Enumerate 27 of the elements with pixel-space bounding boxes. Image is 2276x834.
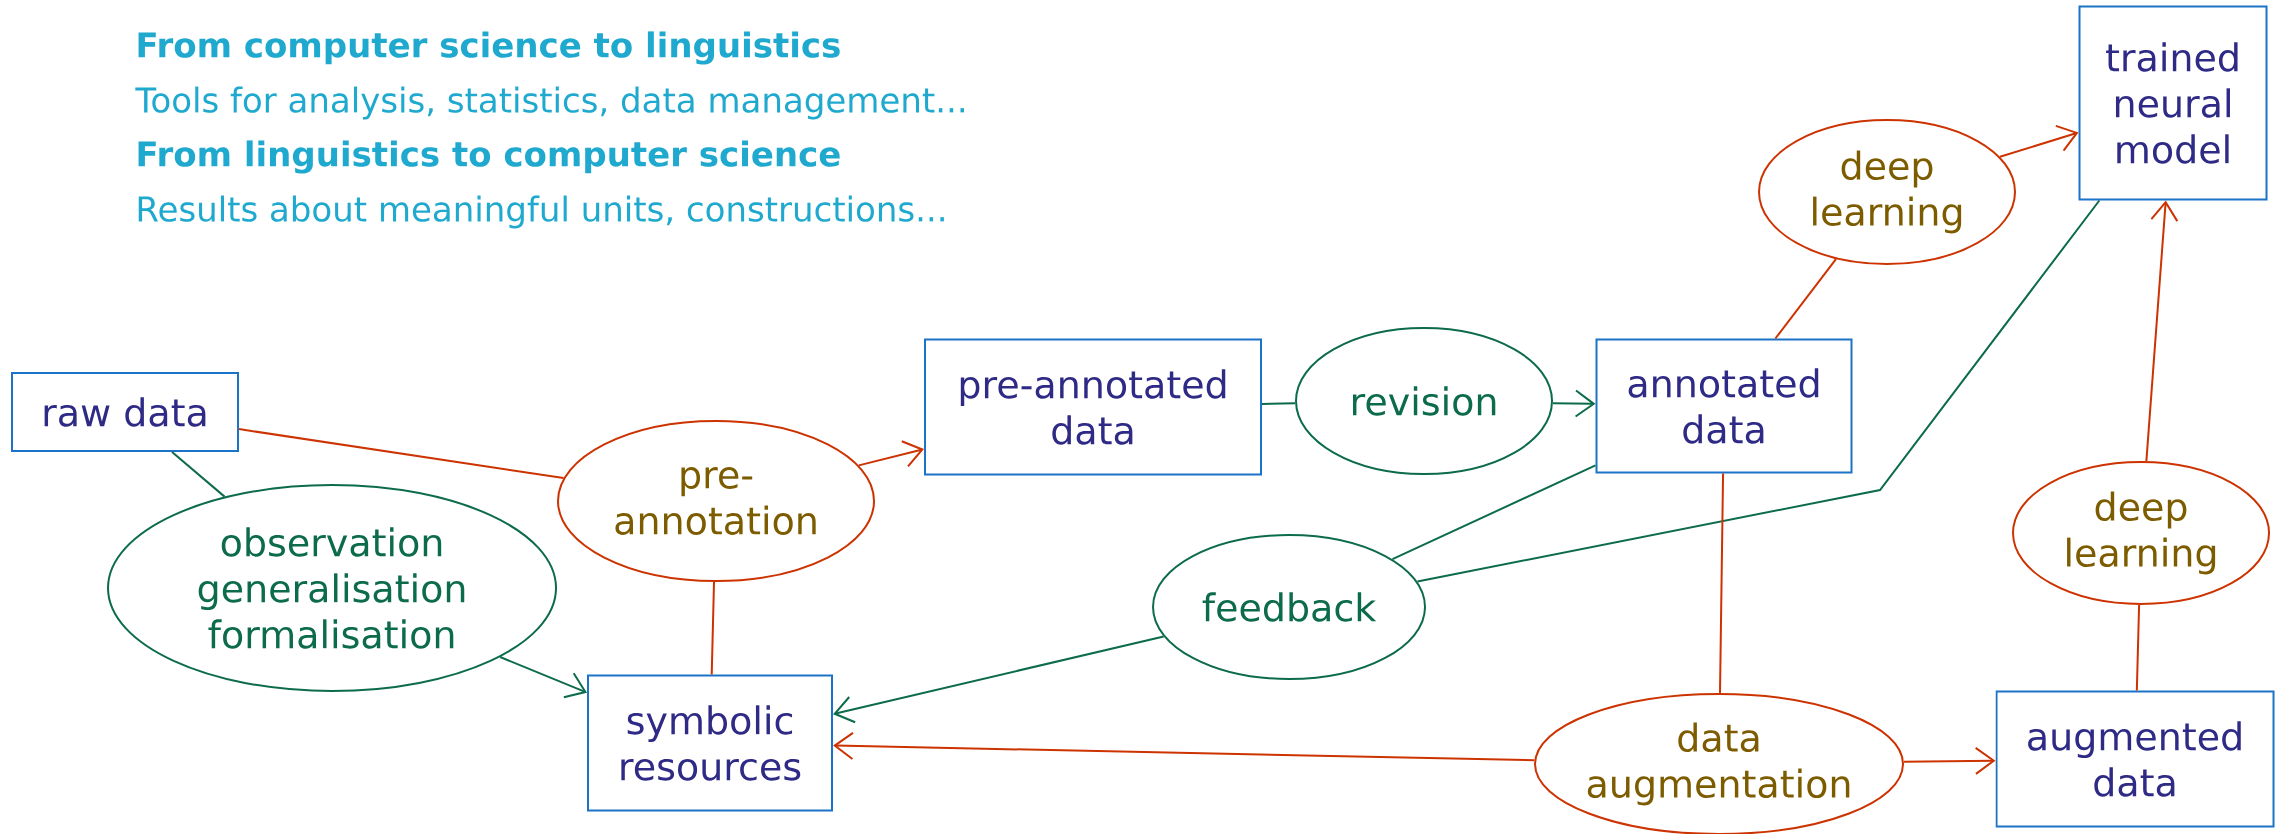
- process-box: annotated data: [1595, 338, 1853, 474]
- connector-line: [1416, 199, 2101, 583]
- heading-text: From linguistics to computer science: [138, 140, 840, 174]
- connector-line: [2135, 604, 2141, 692]
- connector-line: [1719, 472, 1725, 694]
- connector-line: [1551, 389, 1596, 418]
- connector-line: [1391, 464, 1597, 561]
- process-box: raw data: [11, 372, 239, 452]
- connector-line: [710, 581, 715, 676]
- connector-line: [1999, 124, 2079, 158]
- connector-line: [1261, 402, 1297, 405]
- connector-line: [1774, 258, 1837, 340]
- connector-line: [2145, 200, 2179, 463]
- heading-text: Tools for analysis, statistics, data management...: [135, 86, 964, 120]
- process-box: pre-annotated data: [924, 338, 1262, 476]
- heading-text: Results about meaningful units, constructions...: [138, 195, 944, 229]
- connector-line: [171, 451, 226, 498]
- connector-line: [857, 440, 924, 468]
- connector-line: [1902, 746, 1996, 775]
- heading-text: From computer science to linguistics: [138, 31, 840, 65]
- connector-line: [499, 656, 588, 699]
- process-box: augmented data: [1995, 690, 2275, 828]
- connector-line: [833, 731, 1536, 762]
- process-box: trained neural model: [2078, 5, 2268, 201]
- connector-line: [238, 428, 565, 480]
- connector-line: [833, 635, 1165, 724]
- process-box: symbolic resources: [587, 674, 833, 812]
